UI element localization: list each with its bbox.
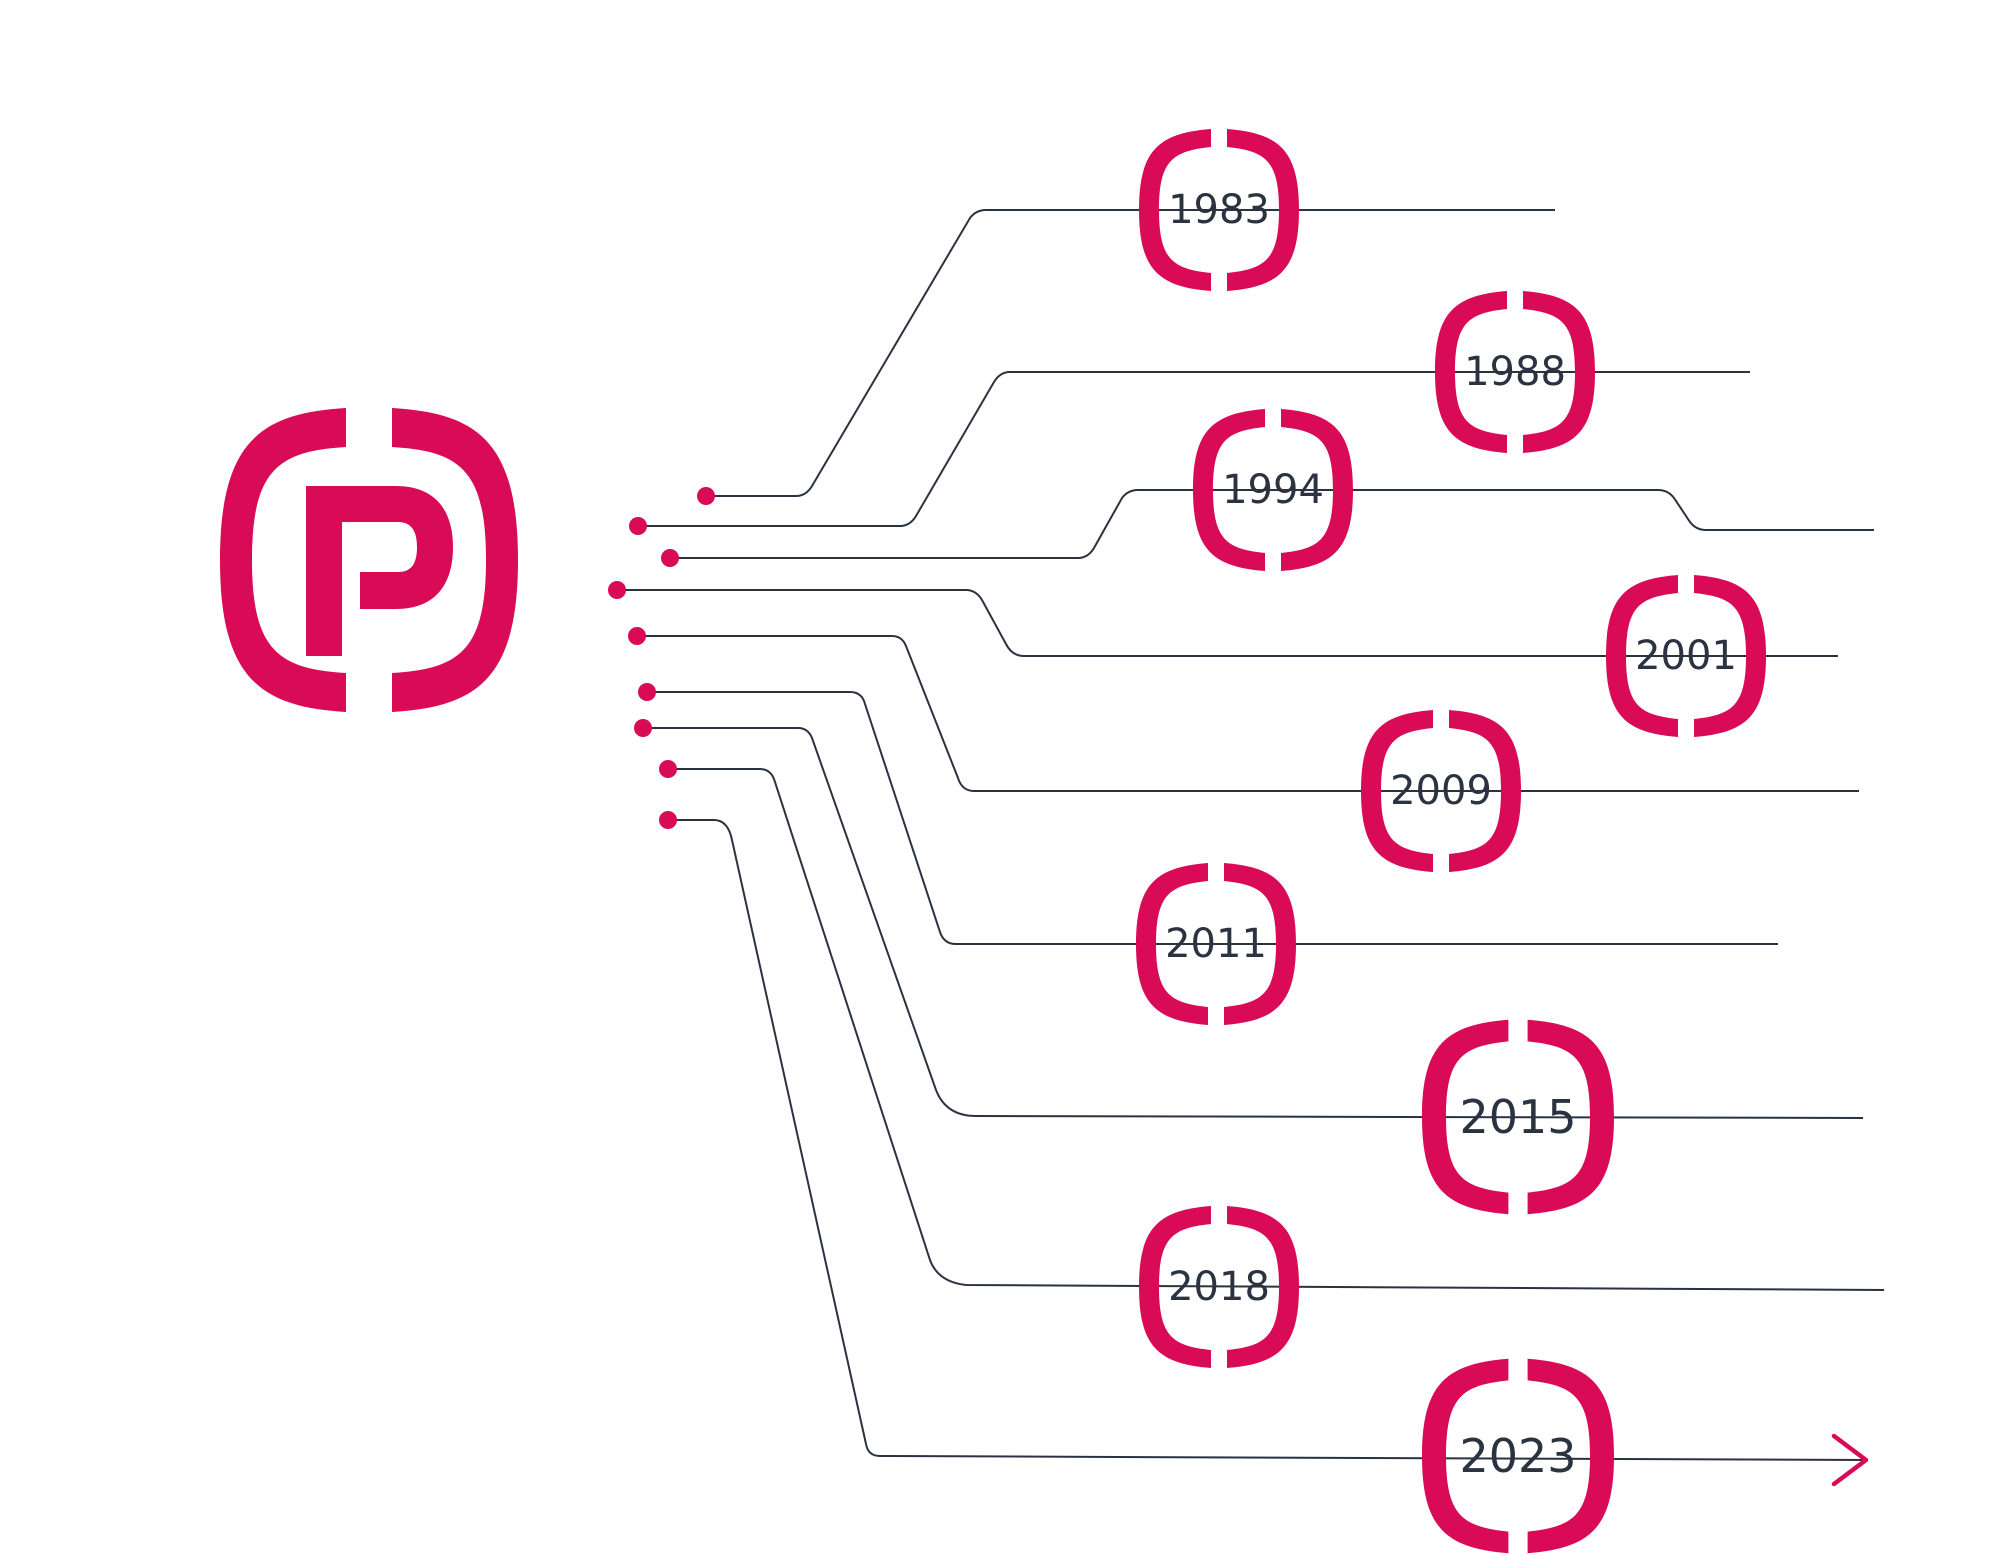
milestone-2018: 2018 xyxy=(1139,1206,1299,1368)
right-bracket xyxy=(1227,129,1299,291)
connector-line-2001 xyxy=(617,589,1838,657)
milestone-2015: 2015 xyxy=(1422,1019,1614,1215)
bracket-frame xyxy=(1361,710,1521,872)
start-dot-2009 xyxy=(628,627,646,645)
start-dot-1988 xyxy=(629,517,647,535)
connector-line-1994 xyxy=(670,489,1874,559)
connector-line-2011 xyxy=(647,691,1778,945)
start-dots xyxy=(608,487,715,829)
year-label: 2018 xyxy=(1168,1264,1270,1310)
connector-line-2015 xyxy=(643,727,1864,1119)
bracket-frame xyxy=(1422,1019,1614,1215)
bracket-frame xyxy=(1136,863,1296,1025)
left-bracket xyxy=(1361,710,1433,872)
start-dot-2018 xyxy=(659,760,677,778)
right-bracket xyxy=(1281,409,1353,571)
right-bracket xyxy=(1227,1206,1299,1368)
left-bracket xyxy=(1193,409,1265,571)
left-bracket xyxy=(1422,1019,1509,1215)
year-label: 2001 xyxy=(1635,633,1737,679)
connector-line-1988 xyxy=(638,371,1750,527)
year-label: 1988 xyxy=(1464,349,1566,395)
milestone-2001: 2001 xyxy=(1606,575,1766,737)
left-bracket xyxy=(1606,575,1678,737)
start-dot-2023 xyxy=(659,811,677,829)
left-bracket xyxy=(1435,291,1507,453)
start-dot-1994 xyxy=(661,549,679,567)
year-label: 1983 xyxy=(1168,187,1270,233)
left-bracket xyxy=(1139,1206,1211,1368)
bracket-frame xyxy=(1139,1206,1299,1368)
start-dot-2001 xyxy=(608,581,626,599)
left-bracket xyxy=(1139,129,1211,291)
milestone-1983: 1983 xyxy=(1139,129,1299,291)
right-bracket xyxy=(1527,1358,1614,1554)
year-label: 2009 xyxy=(1390,768,1492,814)
start-dot-2011 xyxy=(638,683,656,701)
connector-line-2009 xyxy=(637,635,1859,792)
bracket-frame xyxy=(1435,291,1595,453)
connector-line-1983 xyxy=(708,209,1555,497)
connector-line-2018 xyxy=(668,768,1885,1291)
milestone-1994: 1994 xyxy=(1193,409,1353,571)
year-label: 2011 xyxy=(1165,921,1267,967)
right-bracket xyxy=(1694,575,1766,737)
bracket-frame xyxy=(1606,575,1766,737)
year-label: 2023 xyxy=(1459,1429,1576,1483)
right-bracket xyxy=(1523,291,1595,453)
bracket-frame xyxy=(1193,409,1353,571)
right-bracket xyxy=(1527,1019,1614,1215)
year-label: 1994 xyxy=(1222,467,1324,513)
right-bracket xyxy=(1449,710,1521,872)
left-bracket xyxy=(1422,1358,1509,1554)
bracket-frame xyxy=(1139,129,1299,291)
bracket-frame xyxy=(1422,1358,1614,1554)
milestone-2023: 2023 xyxy=(1422,1358,1614,1554)
milestone-2011: 2011 xyxy=(1136,863,1296,1025)
year-label: 2015 xyxy=(1459,1090,1576,1144)
connector-lines xyxy=(617,209,1885,1461)
arrow-right-icon xyxy=(1831,1433,1869,1487)
connector-line-2023 xyxy=(668,819,1867,1461)
milestone-1988: 1988 xyxy=(1435,291,1595,453)
right-bracket xyxy=(1224,863,1296,1025)
p-bracket-logo-icon xyxy=(220,408,518,712)
start-dot-2015 xyxy=(634,719,652,737)
milestone-2009: 2009 xyxy=(1361,710,1521,872)
left-bracket xyxy=(1136,863,1208,1025)
start-dot-1983 xyxy=(697,487,715,505)
